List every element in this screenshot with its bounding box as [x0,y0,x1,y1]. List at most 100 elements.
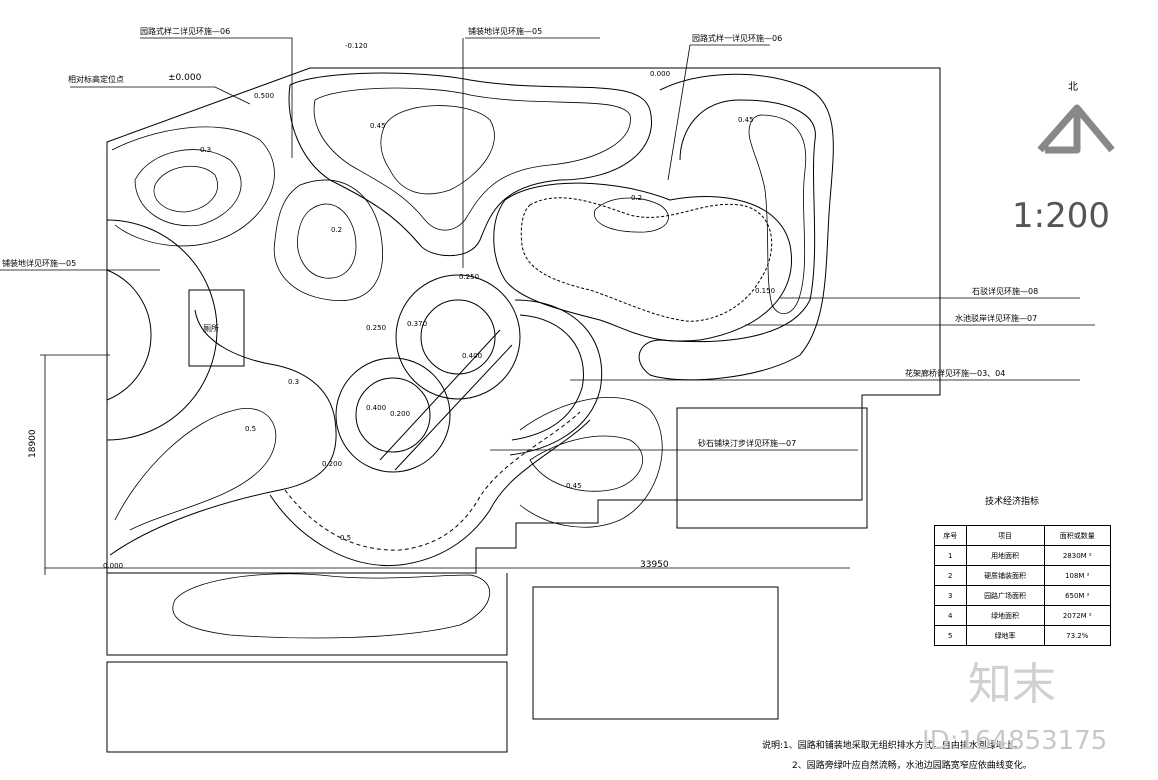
contour-02-b: 0.2 [631,194,643,202]
watermark-id: ID:164853175 [922,726,1108,756]
site-boundary [106,67,941,574]
toilet-label: 厕所 [203,324,219,333]
table-row: 5 绿地率 73.2% [934,625,1112,646]
leader-garden-path-1-drop [667,44,691,181]
diagonal-walk-2 [394,344,513,471]
lower-mid-block [532,586,779,720]
econ-header-item: 项目 [965,525,1045,546]
pool-edge [520,197,773,322]
contour-02-a: 0.2 [331,226,343,234]
econ-value: 2072M ² [1043,605,1112,626]
callout-garden-path-1: 园路式样一详见环施—06 [692,34,783,43]
contour-south-mid [529,435,643,492]
level-circle-top: 0.370 [407,320,428,328]
watermark-brand: 知末 [968,659,1056,710]
stepping-stone-path-inner [284,411,581,551]
level-east: 0.000 [650,70,671,78]
econ-item: 园路广场面积 [965,585,1045,606]
contour-mid-left [273,179,383,302]
scale-label: 1:200 [1012,196,1110,236]
north-arrow-icon [1037,104,1115,154]
toilet-building [188,289,245,367]
table-row: 3 园路广场面积 650M ² [934,585,1112,606]
econ-no: 4 [934,605,967,626]
callout-paving-1: 铺装地详见环施—05 [468,27,543,36]
contour-east [748,114,807,315]
contour-05-a: 0.5 [245,425,257,433]
econ-item: 硬质铺装面积 [965,565,1045,586]
callout-garden-path-2: 园路式样二详见环施—06 [140,27,231,36]
contour-mid-left-core [297,203,357,279]
level-pool: 0.150 [755,287,776,295]
econ-item: 绿地面积 [965,605,1045,626]
level-nw: 0.500 [254,92,275,100]
callout-stone-dyke: 石驳详见环施—08 [972,287,1039,296]
level-origin: ±0.000 [168,73,202,83]
econ-no: 3 [934,585,967,606]
north-label: 北 [1068,82,1078,93]
pool-outer-path [493,182,792,342]
callout-relative-elev: 相对标高定位点 [68,75,124,84]
west-circle [335,357,451,473]
level-west-circle-b: 0.200 [390,410,411,418]
level-circle-center: 0.400 [462,352,483,360]
econ-header-value: 面积或数量 [1043,525,1112,546]
econ-item: 用地面积 [965,545,1045,566]
econ-value: 73.2% [1043,625,1112,646]
leader-relative-elev [70,86,251,105]
diagonal-walk [379,329,501,461]
pergola-arc [509,299,603,456]
level-north: -0.120 [345,42,368,50]
pergola-arc-inner [511,314,584,441]
contour-03-a: 0.3 [200,146,212,154]
contour-05-b: 0.5 [340,534,352,542]
econ-table-title: 技术经济指标 [985,497,1040,507]
contour-045-c: 0.45 [566,482,582,490]
lower-left-block [106,661,508,753]
contour-south-east [519,397,663,528]
central-circle-large [395,274,521,400]
econ-no: 2 [934,565,967,586]
garden-path-east [638,73,834,381]
econ-table-header: 序号 项目 面积或数量 [934,525,1112,546]
econ-no: 1 [934,545,967,566]
callout-pool-structure: 水池驳岸详见环施—07 [955,314,1038,323]
level-plaza: 0.250 [366,324,387,332]
garden-path-west [109,309,337,556]
contour-045-a: 0.45 [370,122,386,130]
contour-west [114,408,277,531]
callout-paving-2: 铺装地详见环施—05 [2,259,77,268]
garden-path-north [288,72,652,257]
dim-width: 33950 [640,560,669,570]
callout-pergola: 花架廊桥详见环施—03、04 [905,369,1006,378]
west-plaza-inner-arc [106,269,152,401]
level-west-circle: 0.400 [366,404,387,412]
contour-north-core [380,105,495,195]
level-sw: 0.200 [322,460,343,468]
econ-header-no: 序号 [934,525,967,546]
econ-value: 2830M ² [1043,545,1112,566]
econ-value: 108M ² [1043,565,1112,586]
contour-nw-core [153,166,218,213]
contour-nw-inner [134,149,242,227]
table-row: 4 绿地面积 2072M ² [934,605,1112,626]
pool-island [594,197,669,233]
west-plaza-arc [106,219,218,441]
table-row: 1 用地面积 2830M ² [934,545,1112,566]
level-origin-sw: 0.000 [103,562,124,570]
dim-height: 18900 [28,429,38,458]
stepping-stone-path [269,419,591,567]
level-center: 0.250 [459,273,480,281]
west-circle-inner [355,377,431,453]
lower-boundary [106,573,508,656]
right-building-block [676,407,868,529]
callout-stepping-stone: 砂石铺块汀步详见环施—07 [698,439,797,448]
note-line-2: 2、园路旁绿叶应自然流畅，水池边园路宽窄应依曲线变化。 [792,761,1032,771]
table-row: 2 硬质铺装面积 108M ² [934,565,1112,586]
note-line-1: 说明:1、园路和铺装地采取无组织排水方式，自由排水到绿地上。 [762,741,1023,751]
central-circle-inner [420,299,496,375]
contour-nw [111,126,275,247]
contour-south [172,573,490,639]
garden-path-north-inner [313,87,631,231]
econ-value: 650M ² [1043,585,1112,606]
